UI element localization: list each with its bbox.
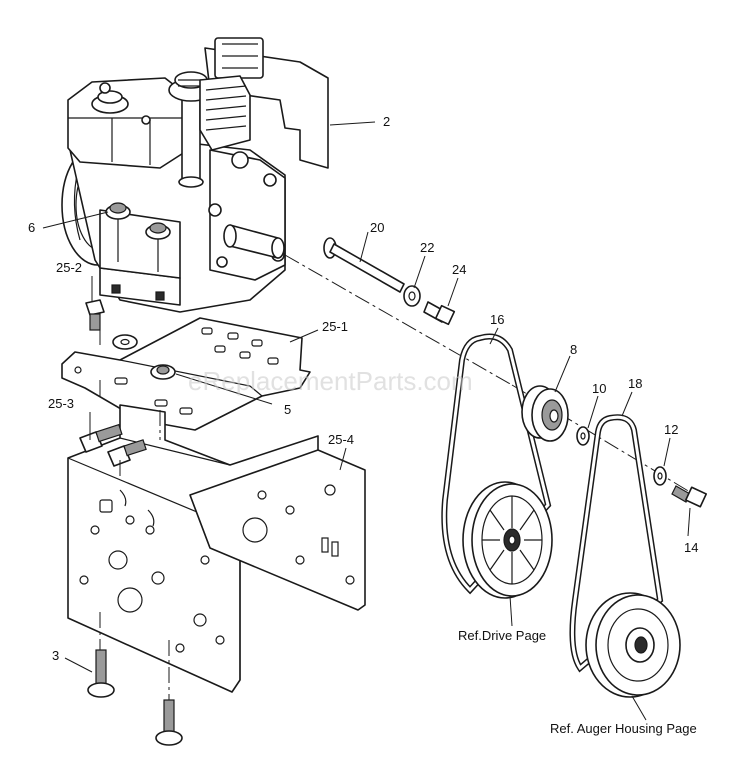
ref-drive-page: Ref.Drive Page [458,628,546,643]
watermark-text: eReplacementParts.com [188,366,473,396]
leader-line [509,595,513,627]
leader-line [289,329,319,343]
bolt-25-3 [79,423,123,453]
centerline [99,612,170,700]
callout-16: 16 [490,312,504,327]
leader-line [64,657,93,673]
callout-25-3: 25-3 [48,396,74,411]
carriage-bolt [155,699,183,746]
auger-belt [569,414,664,673]
leader-line [663,437,671,467]
callout-25-4: 25-4 [328,432,354,447]
callout-24: 24 [452,262,466,277]
callout-5: 5 [284,402,291,417]
drive-belt [441,333,552,595]
callout-18: 18 [628,376,642,391]
leader-line [339,447,347,471]
leader-line [447,277,459,307]
leader-line [489,327,499,345]
drive-pulley [462,481,553,599]
leader-line [587,395,599,429]
leader-line [329,121,376,126]
frame-rear-plate [189,449,366,611]
leader-line [42,211,109,229]
pulley-bolt-set [323,237,456,326]
callout-12: 12 [664,422,678,437]
washer [112,334,138,350]
leader-line [554,355,571,393]
callout-20: 20 [370,220,384,235]
mount-nut [145,222,171,240]
centerline [284,254,513,386]
callout-14: 14 [684,540,698,555]
callout-6: 6 [28,220,35,235]
leader-line [621,391,633,417]
bolt-14 [671,485,708,508]
callout-25-1: 25-1 [322,319,348,334]
callout-22: 22 [420,240,434,255]
leader-line [413,255,426,289]
leader-line [687,507,691,537]
callout-3: 3 [52,648,59,663]
washer-5 [150,364,176,380]
leader-line [175,373,273,405]
callout-25-2: 25-2 [56,260,82,275]
carriage-bolt [87,649,115,698]
centerline [119,410,161,480]
idler-bearing [521,385,569,442]
auger-pulley [585,592,681,698]
leader-line [631,695,647,721]
ref-auger-housing-page: Ref. Auger Housing Page [550,721,697,736]
bolt-25-3b [107,439,147,467]
bolt-25-2 [85,299,105,331]
callout-8: 8 [570,342,577,357]
leader-line [359,231,369,263]
callout-2: 2 [383,114,390,129]
washer-12 [653,466,667,486]
mount-nut [105,202,131,220]
callout-10: 10 [592,381,606,396]
spacer-washer [576,426,590,446]
engine-assembly [61,37,329,313]
